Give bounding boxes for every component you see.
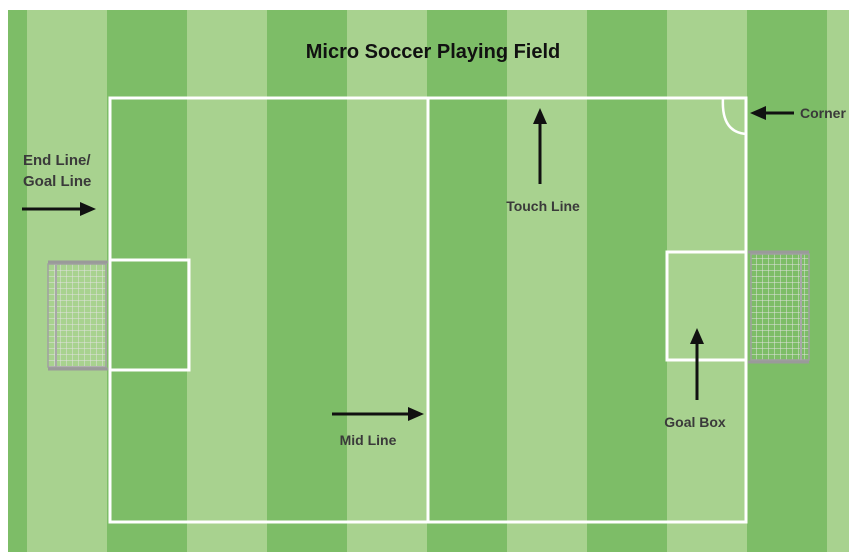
grass-stripe <box>667 10 747 552</box>
corner-arrow <box>750 106 794 120</box>
arrows <box>22 106 794 421</box>
grass-stripe <box>507 10 587 552</box>
grass-stripe <box>587 10 667 552</box>
diagram-title: Micro Soccer Playing Field <box>306 41 561 63</box>
grass-stripe <box>8 10 27 552</box>
grass-stripe <box>267 10 347 552</box>
mid-line-label: Mid Line <box>340 432 397 448</box>
right-goal <box>748 250 810 364</box>
grass-stripe <box>427 10 507 552</box>
field-markings <box>108 96 748 524</box>
left-goal <box>47 260 108 371</box>
touch-line-arrow <box>533 108 547 184</box>
left-goal-box <box>108 258 191 372</box>
grass-stripe <box>827 10 849 552</box>
right-goal-box <box>665 250 748 362</box>
grass-stripe <box>107 10 187 552</box>
corner-arc <box>721 97 747 136</box>
touch-line-label: Touch Line <box>506 198 580 214</box>
goal-box-label: Goal Box <box>664 414 726 430</box>
grass-stripe <box>347 10 427 552</box>
left-goal-net <box>47 263 107 368</box>
end-line-label: End Line/ <box>23 152 91 169</box>
mid-line-arrow <box>332 407 424 421</box>
right-goal-net <box>750 253 810 361</box>
goal-line-label: Goal Line <box>23 173 91 190</box>
corner-label: Corner <box>800 105 846 121</box>
end-line-arrow <box>22 202 96 216</box>
grass-stripe <box>187 10 267 552</box>
goal-box-arrow <box>690 328 704 400</box>
grass-stripes <box>8 10 849 552</box>
